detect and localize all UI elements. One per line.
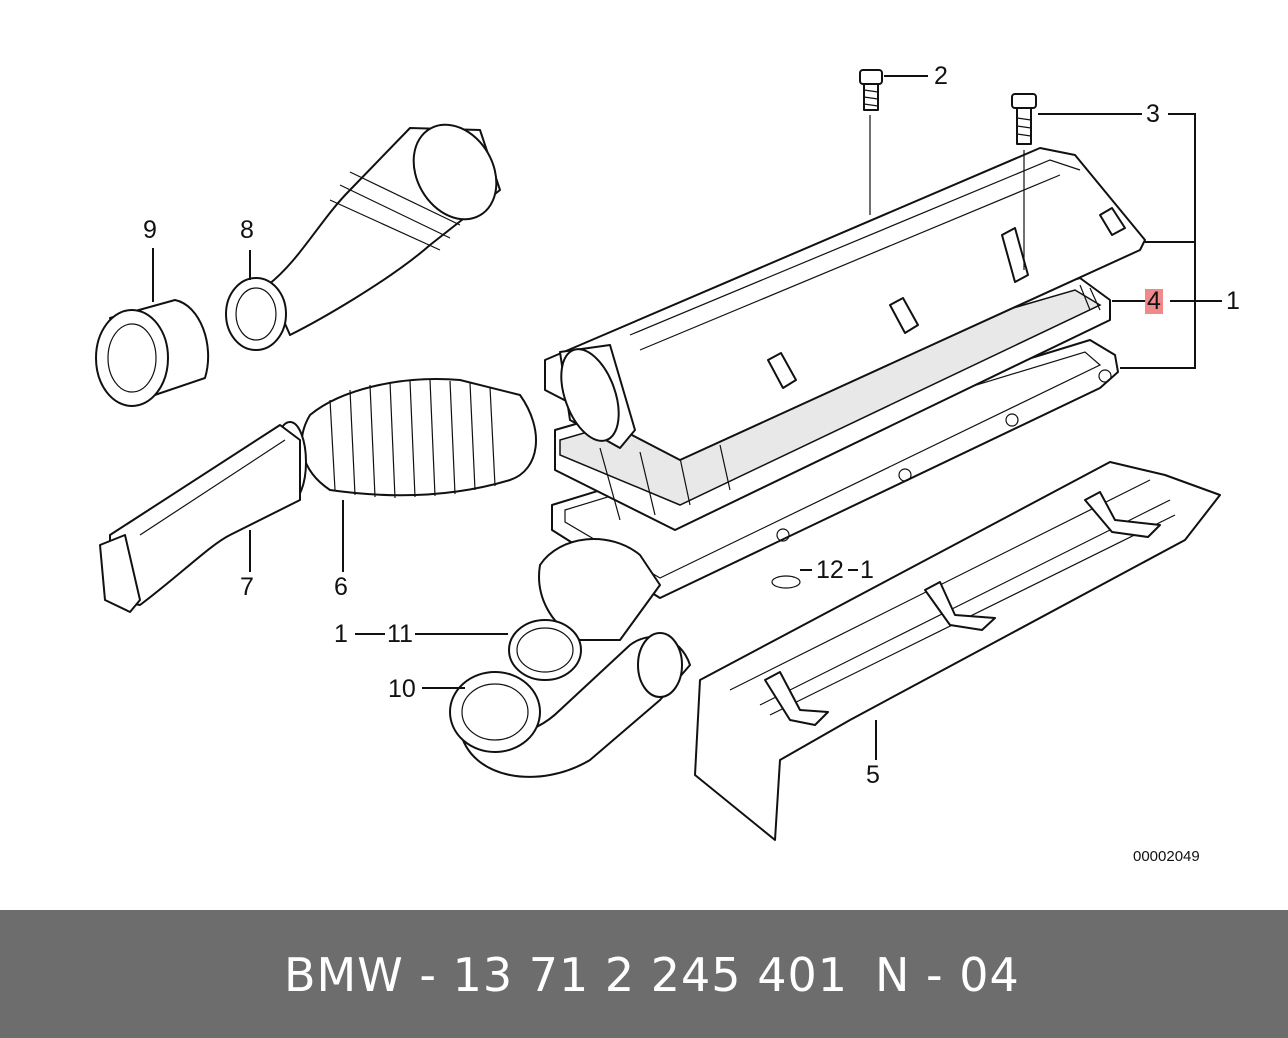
housing-cover-part xyxy=(544,147,1146,461)
callout-5: 5 xyxy=(866,761,880,789)
air-duct-part xyxy=(99,424,301,613)
screw-parts xyxy=(859,69,1037,145)
callout-4-highlighted: 4 xyxy=(1145,287,1163,315)
callout-11-qty: 1 xyxy=(334,620,348,648)
elbow-hose-part xyxy=(449,538,801,778)
intake-hose-part xyxy=(225,123,501,351)
callout-11: 11 xyxy=(387,620,413,648)
callout-6: 6 xyxy=(334,573,348,601)
footer-bar: BMW - 13 71 2 245 401 N - 04 xyxy=(0,910,1288,1038)
bellows-hose-part xyxy=(273,378,537,503)
callout-3: 3 xyxy=(1146,100,1160,128)
exploded-view-drawing xyxy=(95,69,1222,841)
filter-housing-base xyxy=(551,339,1119,599)
leader-lines xyxy=(152,75,1222,760)
heat-shield-part xyxy=(694,461,1221,841)
callout-12: 12 xyxy=(816,556,844,584)
parts-diagram: 2 3 4 1 9 8 7 6 12 1 1 11 10 5 00002049 xyxy=(95,62,1240,865)
callout-8: 8 xyxy=(240,216,254,244)
callout-9: 9 xyxy=(143,216,157,244)
callout-1: 1 xyxy=(1226,287,1240,315)
callout-12-qty: 1 xyxy=(860,556,874,584)
callout-7: 7 xyxy=(240,573,254,601)
callout-2: 2 xyxy=(934,62,948,90)
position-text: N - 04 xyxy=(875,948,1020,1002)
diagram-reference-number: 00002049 xyxy=(1133,848,1200,865)
callout-10: 10 xyxy=(388,675,416,703)
part-number-text: BMW - 13 71 2 245 401 xyxy=(284,948,848,1002)
ring-part xyxy=(95,299,210,407)
